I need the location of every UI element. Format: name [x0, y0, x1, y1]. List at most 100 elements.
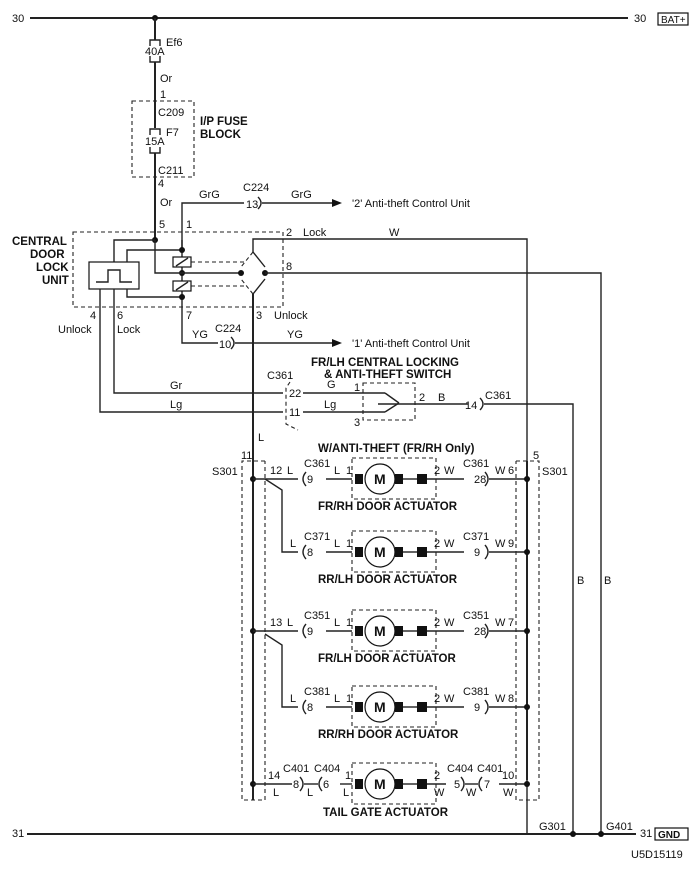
- splice-pin-right: 6: [508, 465, 514, 477]
- central-unit-outline: [72, 231, 284, 308]
- connector-pin: 7: [484, 779, 490, 791]
- pin-3: 3: [256, 310, 262, 322]
- connector-id-left: C381: [304, 686, 330, 698]
- pin-1: 1: [160, 89, 166, 101]
- motor-terminal-icon: [355, 702, 363, 712]
- anti-theft-note: W/ANTI-THEFT (FR/RH Only): [318, 443, 475, 455]
- wire-color-w: W: [444, 465, 455, 477]
- motor-terminal-icon: [417, 626, 427, 636]
- rail-31-left-label: 31: [12, 828, 24, 840]
- pin-11: 11: [289, 407, 300, 419]
- timer-module-icon: [88, 261, 140, 290]
- junction-dot: [524, 628, 530, 634]
- pin-3-label: Unlock: [274, 310, 308, 322]
- connector-shape: [478, 776, 483, 792]
- wire-grg-1: GrG: [199, 189, 220, 201]
- switch-pin-3: 3: [354, 417, 360, 429]
- motor-terminal-icon: [395, 702, 403, 712]
- pin-4: 4: [158, 178, 164, 190]
- wire-color-g: G: [327, 379, 336, 391]
- relay-coil-icon: [175, 257, 189, 267]
- actuator-name: FR/LH DOOR ACTUATOR: [318, 653, 456, 665]
- motor-label: M: [374, 699, 386, 715]
- connector-shape: [302, 471, 307, 487]
- junction-dot: [179, 294, 185, 300]
- wire-color-w2: W: [495, 538, 506, 550]
- connector-id-right: C371: [463, 531, 489, 543]
- connector-id: C404: [314, 763, 340, 775]
- actuator-name: RR/LH DOOR ACTUATOR: [318, 574, 458, 586]
- wire-lg: [99, 289, 283, 413]
- wire-color-w: W: [444, 693, 455, 705]
- wire-color-l: L: [290, 693, 296, 705]
- connector-pin: 6: [323, 779, 329, 791]
- splice-pin: 13: [270, 617, 282, 629]
- connector-pin-left: 9: [307, 474, 313, 486]
- wire-yg-1: YG: [192, 329, 208, 341]
- switch-pin-2: 2: [419, 392, 425, 404]
- motor-terminal-icon: [417, 474, 427, 484]
- connector-id-left: C371: [304, 531, 330, 543]
- junction-dot: [598, 831, 604, 837]
- conn-c224-bottom: C224: [215, 323, 241, 335]
- wire-color-w: W: [389, 227, 400, 239]
- wire-color-w2: W: [495, 693, 506, 705]
- rail-30-left-label: 30: [12, 13, 24, 25]
- bat-tag-box: [657, 12, 689, 26]
- pin-6-label: Lock: [117, 324, 141, 336]
- motor-terminal-icon: [395, 779, 403, 789]
- actuator-pin-2: 2: [434, 465, 440, 477]
- wire-color-w: W: [434, 787, 445, 799]
- actuator-name: RR/RH DOOR ACTUATOR: [318, 729, 459, 741]
- wire-color-l: L: [343, 787, 349, 799]
- wire-color-b: B: [438, 392, 445, 404]
- wire-color-w: W: [466, 787, 477, 799]
- connector-shape: [302, 623, 307, 639]
- wire-8: [265, 272, 602, 835]
- relay-coil-icon: [175, 281, 189, 291]
- connector-shape: [302, 544, 307, 560]
- motor-terminal-icon: [417, 547, 427, 557]
- actuator-outline: [351, 762, 437, 805]
- connector-id: C401: [477, 763, 503, 775]
- connector-pin: 8: [293, 779, 299, 791]
- wire-color-w: W: [503, 787, 514, 799]
- connector-pin-right: 9: [474, 547, 480, 559]
- connector-shape: [302, 699, 307, 715]
- actuator-outline: [351, 685, 437, 728]
- wire-color-w2: W: [495, 465, 506, 477]
- actuator-pin-2: 2: [434, 617, 440, 629]
- wire-color-l: L: [287, 465, 293, 477]
- connector-id-left: C361: [304, 458, 330, 470]
- connector-id-right: C381: [463, 686, 489, 698]
- connector-pin: 5: [454, 779, 460, 791]
- splice-s301-right: S301: [542, 466, 568, 478]
- splice-right-outline: [515, 460, 540, 801]
- connector-shape: [484, 623, 489, 639]
- fuse-f7-id: F7: [166, 127, 179, 139]
- pulse-icon: [96, 269, 132, 283]
- wire-color-b-2: B: [604, 575, 611, 587]
- junction-dot: [179, 247, 185, 253]
- wire-grg-2: GrG: [291, 189, 312, 201]
- actuator-outline: [351, 609, 437, 652]
- junction-dot: [524, 476, 530, 482]
- pin-4-label: Unlock: [58, 324, 92, 336]
- wire-color-l: L: [290, 538, 296, 550]
- connector-pin-left: 9: [307, 626, 313, 638]
- splice-pin-right: 7: [508, 617, 514, 629]
- central-unit-title-2: DOOR: [30, 249, 65, 261]
- connector-shape: [460, 776, 465, 792]
- ip-fuse-block-title-2: BLOCK: [200, 129, 242, 141]
- actuator-pin-2: 2: [434, 693, 440, 705]
- fuse-f7-rating: 15A: [145, 136, 165, 148]
- actuator-pin-1: 1: [346, 465, 352, 477]
- connector-pin-right: 28: [474, 626, 486, 638]
- connector-shape: [230, 336, 235, 350]
- pin-2-label: Lock: [303, 227, 327, 239]
- anti-theft-dest-2: '2' Anti-theft Control Unit: [352, 198, 470, 210]
- motor-terminal-icon: [355, 626, 363, 636]
- central-unit-title-1: CENTRAL: [12, 236, 67, 248]
- motor-label: M: [374, 623, 386, 639]
